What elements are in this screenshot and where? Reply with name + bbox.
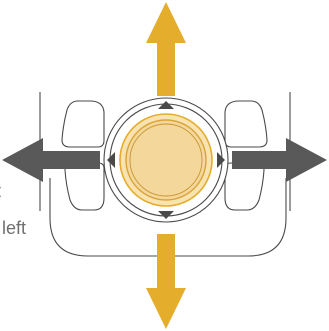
arrow-right-icon [232, 138, 327, 182]
triangle-up-icon [158, 101, 174, 109]
button-lower-left [64, 162, 105, 211]
horizontal-arrows [2, 138, 327, 182]
triangle-down-icon [158, 211, 174, 219]
center-button [125, 119, 207, 201]
arrow-up-icon [146, 2, 186, 96]
button-upper-right [224, 100, 268, 148]
arrow-left-icon [2, 138, 100, 182]
arrow-down-icon [146, 234, 186, 329]
vertical-arrows [146, 2, 186, 329]
center-dpad [103, 97, 229, 223]
button-lower-right [224, 162, 265, 211]
center-button-rim [129, 123, 203, 197]
partial-label-top: t [0, 182, 1, 200]
partial-label-bottom: left [2, 218, 27, 238]
triangle-right-icon [217, 152, 225, 168]
button-upper-left [61, 100, 105, 148]
triangle-left-icon [107, 152, 115, 168]
